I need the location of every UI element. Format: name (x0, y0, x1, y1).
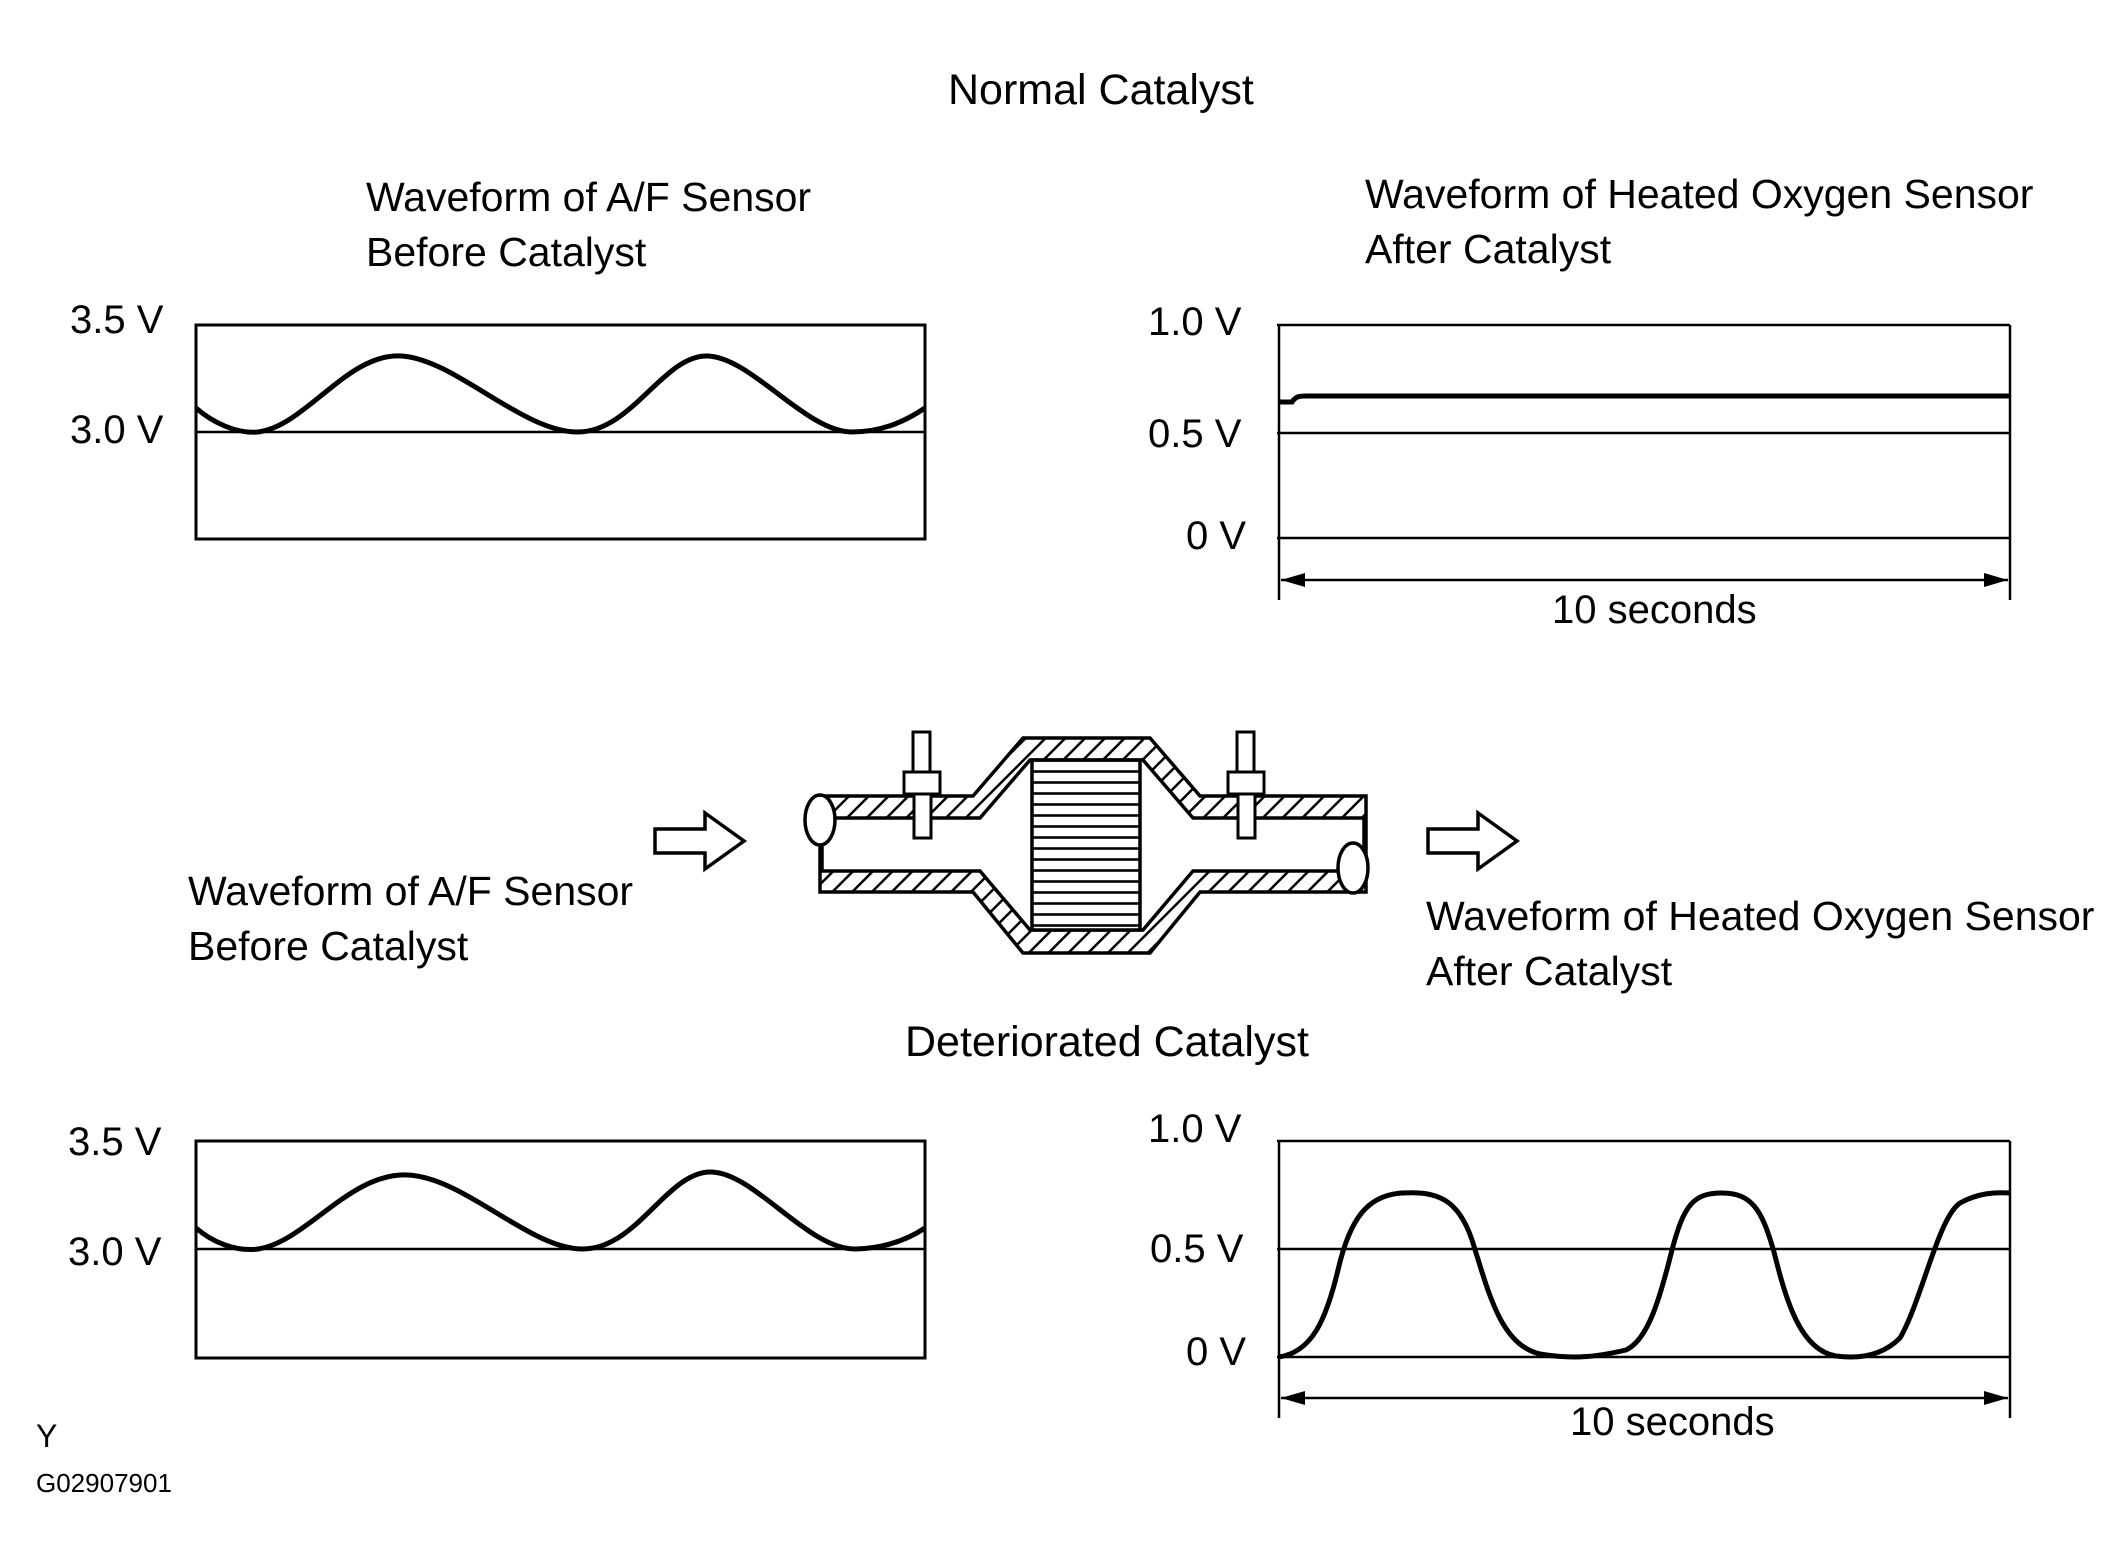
normal-af-caption-line2: Before Catalyst (366, 229, 647, 275)
pipe-outlet-end (1336, 841, 1370, 895)
det-af-tick-3-5: 3.5 V (68, 1120, 162, 1164)
diagram-left-caption-line2: Before Catalyst (188, 923, 469, 969)
normal-ho2-chart (1277, 323, 2012, 600)
deteriorated-catalyst-title: Deteriorated Catalyst (905, 1018, 1309, 1066)
flow-arrow-out (1426, 809, 1521, 873)
normal-af-caption-line1: Waveform of A/F Sensor (366, 174, 812, 220)
normal-ho2-tick-0: 0 V (1186, 514, 1247, 558)
normal-ho2-waveform (1279, 393, 2010, 405)
det-ho2-tick-0: 0 V (1186, 1330, 1247, 1374)
diagram-right-caption-line1: Waveform of Heated Oxygen Sensor (1426, 893, 2095, 939)
normal-ho2-tick-1-0: 1.0 V (1148, 300, 1242, 344)
diagram-right-caption-line2: After Catalyst (1426, 948, 1673, 994)
figure-code-letter: Y (36, 1418, 58, 1454)
det-af-waveform (194, 1169, 927, 1253)
diagram-left-caption-line1: Waveform of A/F Sensor (188, 868, 634, 914)
normal-ho2-caption: Waveform of Heated Oxygen Sensor After C… (1365, 167, 2033, 277)
normal-af-caption: Waveform of A/F Sensor Before Catalyst (366, 170, 811, 280)
af-sensor-probe (902, 730, 942, 840)
figure-id: G02907901 (36, 1468, 172, 1498)
normal-catalyst-title: Normal Catalyst (948, 66, 1254, 114)
det-ho2-waveform (1278, 1190, 2011, 1360)
normal-af-waveform (194, 353, 927, 435)
normal-af-tick-3-0: 3.0 V (70, 408, 164, 452)
det-af-chart (194, 1139, 927, 1360)
normal-ho2-caption-line1: Waveform of Heated Oxygen Sensor (1365, 171, 2034, 217)
det-ho2-tick-0-5: 0.5 V (1150, 1227, 1244, 1271)
catalytic-converter-diagram (653, 730, 1521, 955)
diagram-right-caption: Waveform of Heated Oxygen Sensor After C… (1426, 889, 2094, 999)
det-ho2-chart (1277, 1139, 2012, 1418)
diagram-left-caption: Waveform of A/F Sensor Before Catalyst (188, 864, 633, 974)
det-ho2-tick-1-0: 1.0 V (1148, 1107, 1242, 1151)
ho2-sensor-probe (1226, 730, 1266, 840)
flow-arrow-in (653, 809, 748, 873)
normal-af-chart (194, 323, 927, 541)
normal-ho2-tick-0-5: 0.5 V (1148, 412, 1242, 456)
det-af-tick-3-0: 3.0 V (68, 1230, 162, 1274)
pipe-inlet-end (803, 793, 837, 847)
normal-af-tick-3-5: 3.5 V (70, 298, 164, 342)
catalyst-substrate (1030, 758, 1142, 932)
normal-ho2-caption-line2: After Catalyst (1365, 226, 1612, 272)
normal-ho2-time-span: 10 seconds (1552, 588, 1757, 632)
det-ho2-time-span: 10 seconds (1570, 1400, 1775, 1444)
